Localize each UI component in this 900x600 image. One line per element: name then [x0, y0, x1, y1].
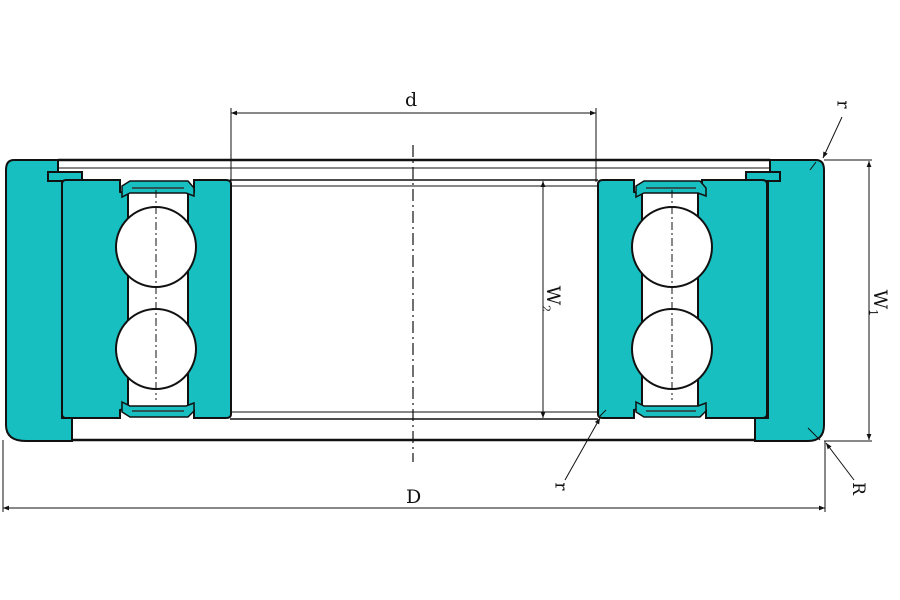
label-D: D [406, 486, 422, 508]
chamfer-marks [599, 161, 821, 441]
w2-sub: 2 [539, 305, 553, 313]
w1-sub: 1 [866, 309, 880, 317]
dim-d [230, 108, 597, 182]
label-r-top: r [832, 100, 853, 109]
w2-text: W [542, 285, 565, 306]
left-inner-ring-inner [187, 179, 232, 419]
right-seals [635, 180, 707, 418]
housing-lines [58, 158, 770, 442]
label-w1: W1 [866, 289, 892, 317]
leaders [564, 116, 855, 481]
right-inner-ring-outer [697, 179, 768, 419]
left-balls [115, 206, 197, 390]
dim-D [2, 440, 826, 512]
dim-w1 [824, 159, 872, 442]
label-d: d [405, 89, 418, 111]
label-R: R [847, 482, 868, 495]
label-w2: W2 [539, 285, 565, 313]
right-inner-ring-inner [597, 179, 643, 419]
left-inner-ring-outer [61, 179, 129, 419]
label-r-bottom: r [550, 482, 571, 491]
w1-text: W [869, 289, 892, 310]
right-outer-ring [745, 159, 825, 442]
left-seals [121, 180, 195, 418]
